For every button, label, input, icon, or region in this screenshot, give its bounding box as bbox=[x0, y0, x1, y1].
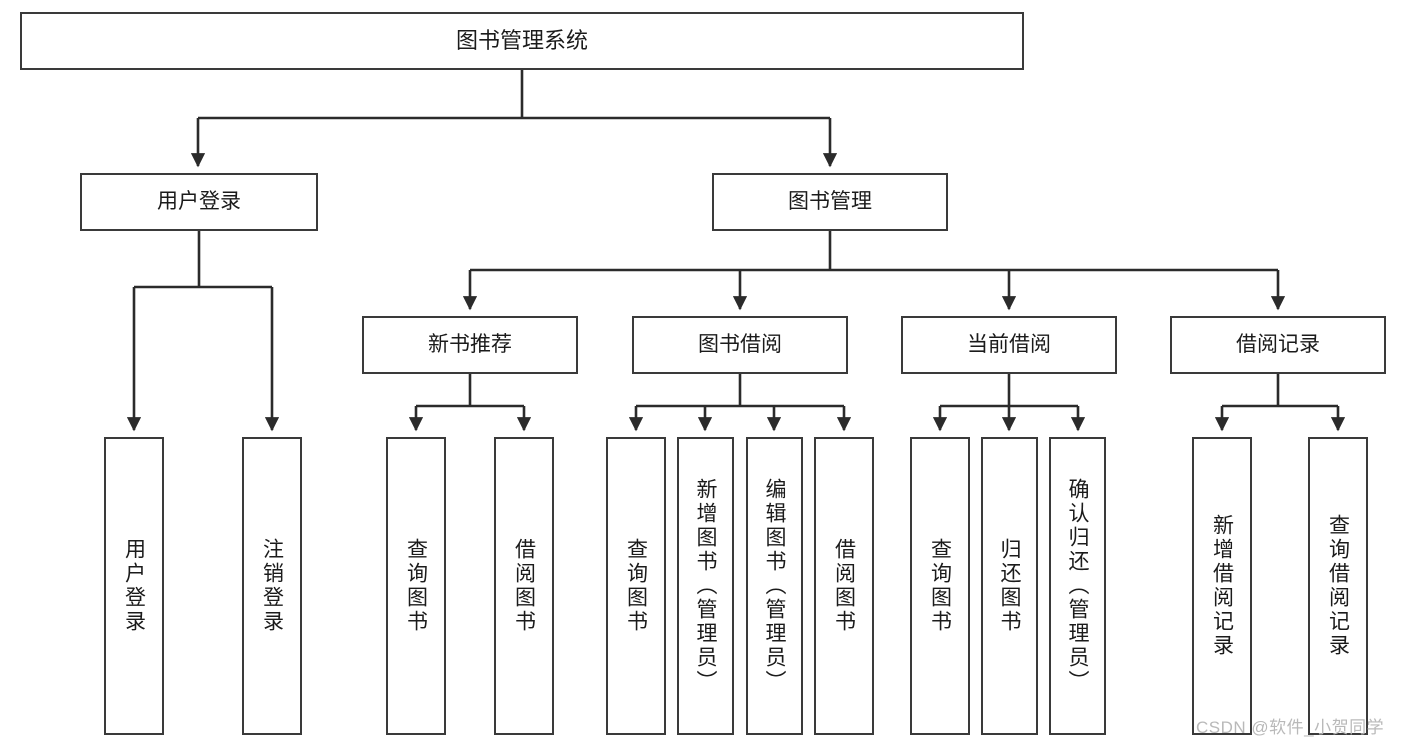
leaf-book-borrow-query-book[interactable]: 查询图书 bbox=[606, 437, 666, 735]
leaf-current-borrow-return-book[interactable]: 归还图书 bbox=[981, 437, 1038, 735]
node-user-login[interactable]: 用户登录 bbox=[80, 173, 318, 231]
node-label: 新书推荐 bbox=[428, 332, 512, 356]
node-label: 图书借阅 bbox=[698, 332, 782, 356]
leaf-current-borrow-query-book[interactable]: 查询图书 bbox=[910, 437, 970, 735]
leaf-label: 查询借阅记录 bbox=[1326, 514, 1350, 658]
leaf-label: 查询图书 bbox=[624, 538, 648, 634]
leaf-label: 查询图书 bbox=[928, 538, 952, 634]
node-new-book-recommend[interactable]: 新书推荐 bbox=[362, 316, 578, 374]
leaf-book-borrow-borrow-book[interactable]: 借阅图书 bbox=[814, 437, 874, 735]
leaf-user-login-logout[interactable]: 注销登录 bbox=[242, 437, 302, 735]
leaf-label: 注销登录 bbox=[260, 538, 284, 634]
node-borrow-record[interactable]: 借阅记录 bbox=[1170, 316, 1386, 374]
leaf-new-book-borrow-book[interactable]: 借阅图书 bbox=[494, 437, 554, 735]
leaf-new-book-query-book[interactable]: 查询图书 bbox=[386, 437, 446, 735]
leaf-user-login-user-login[interactable]: 用户登录 bbox=[104, 437, 164, 735]
leaf-label: 确认归还（管理员） bbox=[1066, 478, 1089, 694]
leaf-label: 借阅图书 bbox=[832, 538, 856, 634]
leaf-label: 借阅图书 bbox=[512, 538, 536, 634]
leaf-label: 新增借阅记录 bbox=[1210, 514, 1234, 658]
node-book-borrow[interactable]: 图书借阅 bbox=[632, 316, 848, 374]
node-label: 当前借阅 bbox=[967, 332, 1051, 356]
node-label: 图书管理系统 bbox=[455, 28, 588, 54]
leaf-label: 用户登录 bbox=[122, 538, 146, 634]
node-label: 借阅记录 bbox=[1236, 332, 1320, 356]
leaf-book-borrow-edit-book-admin[interactable]: 编辑图书（管理员） bbox=[746, 437, 803, 735]
node-label: 图书管理 bbox=[788, 189, 872, 213]
leaf-label: 编辑图书（管理员） bbox=[763, 478, 786, 694]
node-current-borrow[interactable]: 当前借阅 bbox=[901, 316, 1117, 374]
leaf-label: 归还图书 bbox=[998, 538, 1021, 634]
leaf-borrow-record-add-record[interactable]: 新增借阅记录 bbox=[1192, 437, 1252, 735]
node-root-book-management-system[interactable]: 图书管理系统 bbox=[20, 12, 1024, 70]
leaf-label: 新增图书（管理员） bbox=[694, 478, 717, 694]
leaf-label: 查询图书 bbox=[404, 538, 428, 634]
node-book-management[interactable]: 图书管理 bbox=[712, 173, 948, 231]
node-label: 用户登录 bbox=[157, 189, 241, 213]
leaf-current-borrow-confirm-return-admin[interactable]: 确认归还（管理员） bbox=[1049, 437, 1106, 735]
leaf-borrow-record-query-record[interactable]: 查询借阅记录 bbox=[1308, 437, 1368, 735]
leaf-book-borrow-add-book-admin[interactable]: 新增图书（管理员） bbox=[677, 437, 734, 735]
